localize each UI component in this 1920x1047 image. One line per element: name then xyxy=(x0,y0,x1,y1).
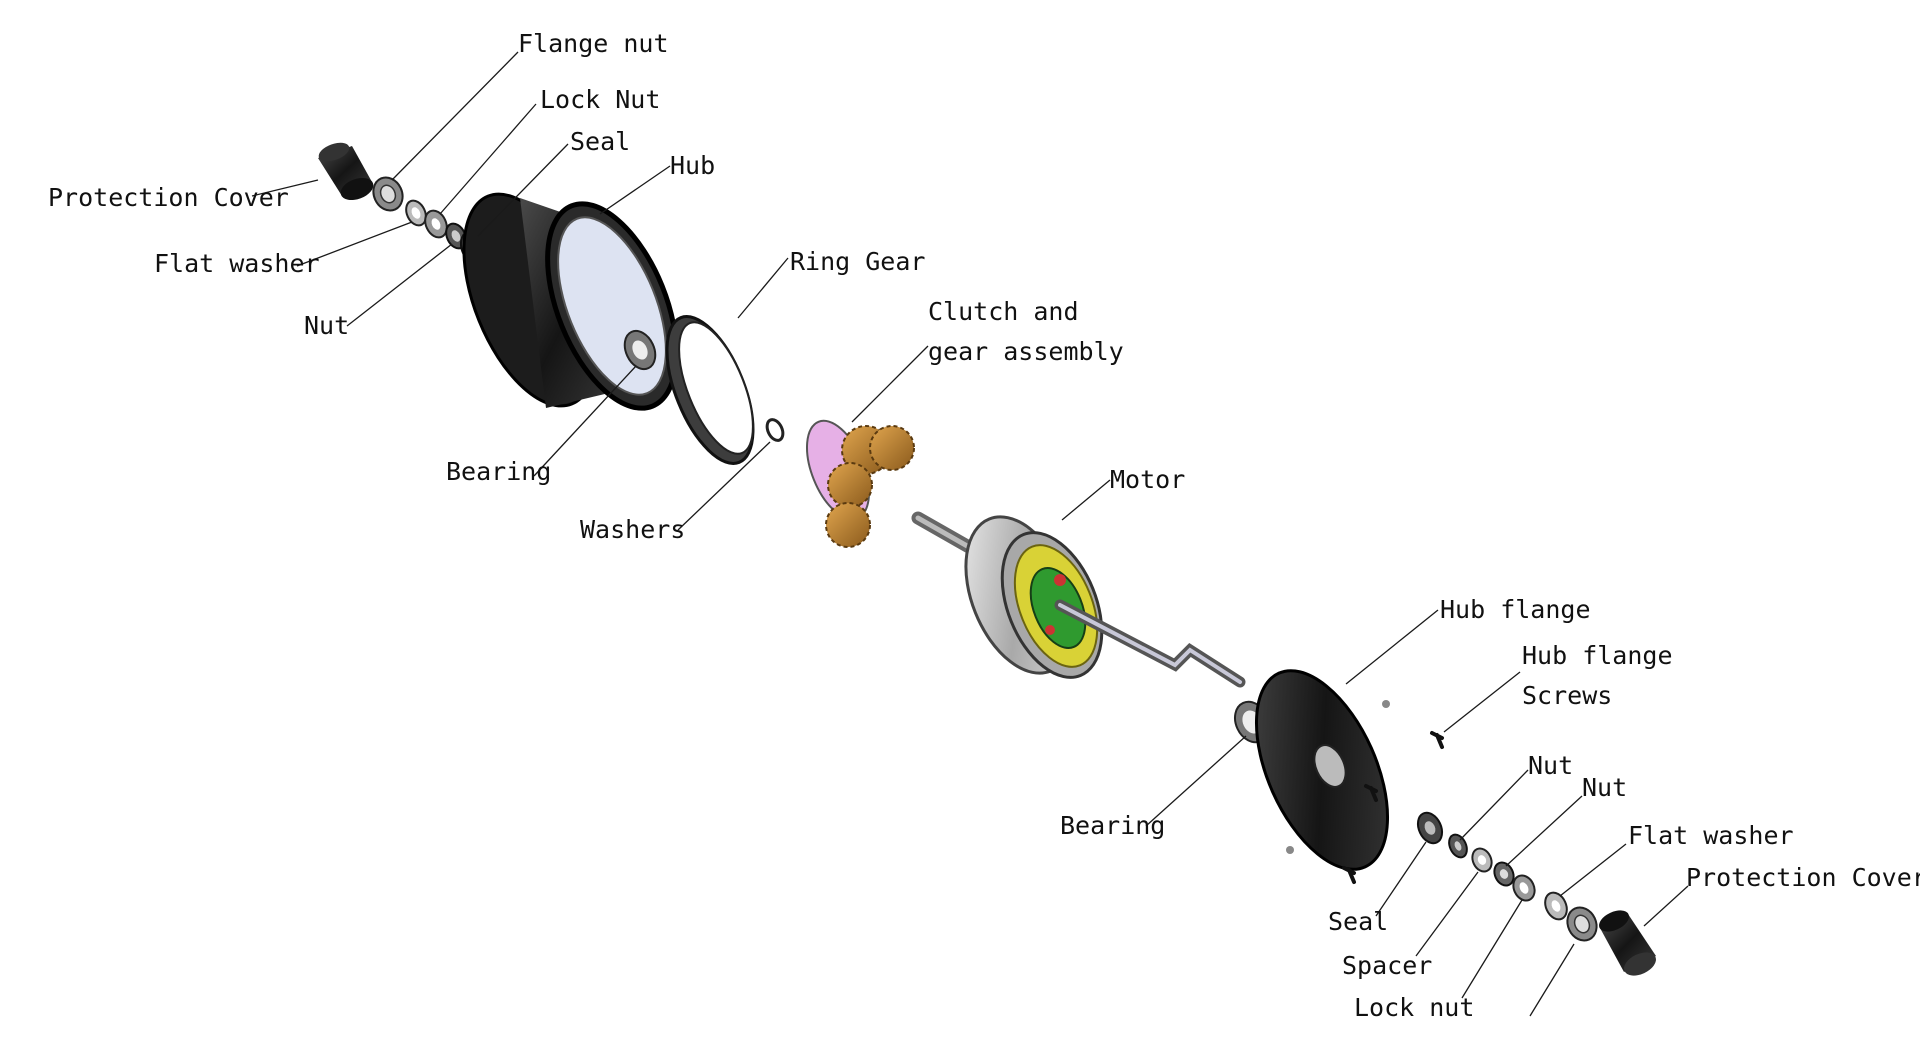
washers-part xyxy=(765,418,785,442)
clutch-gear-assembly-part xyxy=(806,419,915,548)
protection-cover-left-part xyxy=(318,142,374,201)
leader-washers xyxy=(677,441,771,531)
label-hub-flange: Hub flange xyxy=(1440,595,1591,624)
label-lock-nut-right: Lock nut xyxy=(1354,993,1474,1022)
ring-gear-part xyxy=(665,315,755,465)
leader-nut-right-1 xyxy=(1459,769,1529,841)
label-seal-left: Seal xyxy=(570,127,630,156)
leader-nut-left xyxy=(346,243,453,327)
leader-motor xyxy=(1061,479,1111,521)
label-bearing-left: Bearing xyxy=(446,457,551,486)
protection-cover-right-part xyxy=(1599,910,1656,976)
label-flange-nut-left: Flange nut xyxy=(518,29,669,58)
washer-nut-stack-right-part xyxy=(1416,811,1568,921)
leader-lock-nut-left xyxy=(439,103,537,215)
label-lock-nut-left: Lock Nut xyxy=(540,85,660,114)
hub-part xyxy=(462,192,679,411)
label-protection-cover-right: Protection Cover xyxy=(1686,863,1920,892)
motor-part xyxy=(911,511,1246,688)
label-flat-washer-right: Flat washer xyxy=(1628,821,1794,850)
label-washers: Washers xyxy=(580,515,685,544)
leader-bottom-right xyxy=(1529,943,1575,1017)
bearing-left-part xyxy=(623,329,657,371)
label-motor: Motor xyxy=(1110,465,1185,494)
part-labels: Flange nut Lock Nut Seal Hub Protection … xyxy=(48,29,1920,1022)
leader-nut-right-2 xyxy=(1505,795,1583,867)
leader-flange-nut-left xyxy=(391,51,519,181)
leader-ring-gear xyxy=(737,257,789,319)
flange-nut-left-part xyxy=(372,176,404,212)
label-bearing-right: Bearing xyxy=(1060,811,1165,840)
leader-lock-nut-right xyxy=(1461,899,1523,999)
leader-flat-washer-right xyxy=(1559,843,1627,897)
leader-seal-right xyxy=(1375,841,1427,917)
leader-protection-cover-right xyxy=(1643,885,1689,927)
label-clutch-line1: Clutch and xyxy=(928,297,1079,326)
leader-protection-cover-left xyxy=(251,179,319,197)
leader-bearing-left xyxy=(533,365,637,477)
label-ring-gear: Ring Gear xyxy=(790,247,925,276)
label-seal-right: Seal xyxy=(1328,907,1388,936)
label-clutch-line2: gear assembly xyxy=(928,337,1124,366)
hub-flange-screws-part xyxy=(1342,731,1444,884)
label-flat-washer-left: Flat washer xyxy=(154,249,320,278)
leader-hub xyxy=(599,165,671,215)
label-hub-flange-screws-line1: Hub flange xyxy=(1522,641,1673,670)
leader-bearing-right xyxy=(1145,735,1247,827)
leader-lines xyxy=(251,51,1689,1017)
label-protection-cover-left: Protection Cover xyxy=(48,183,289,212)
hub-flange-part xyxy=(1254,669,1390,871)
leader-spacer xyxy=(1415,871,1479,957)
label-nut-right-2: Nut xyxy=(1582,773,1627,802)
label-nut-left: Nut xyxy=(304,311,349,340)
label-hub-flange-screws-line2: Screws xyxy=(1522,681,1612,710)
leader-hub-flange-screws xyxy=(1443,671,1521,733)
leader-clutch xyxy=(851,345,929,423)
label-spacer: Spacer xyxy=(1342,951,1432,980)
flange-nut-right-part xyxy=(1566,906,1598,942)
label-hub: Hub xyxy=(670,151,715,180)
leader-flat-washer-left xyxy=(296,221,413,267)
leader-hub-flange xyxy=(1345,609,1439,685)
label-nut-right-1: Nut xyxy=(1528,751,1573,780)
leader-seal-left xyxy=(477,143,569,237)
